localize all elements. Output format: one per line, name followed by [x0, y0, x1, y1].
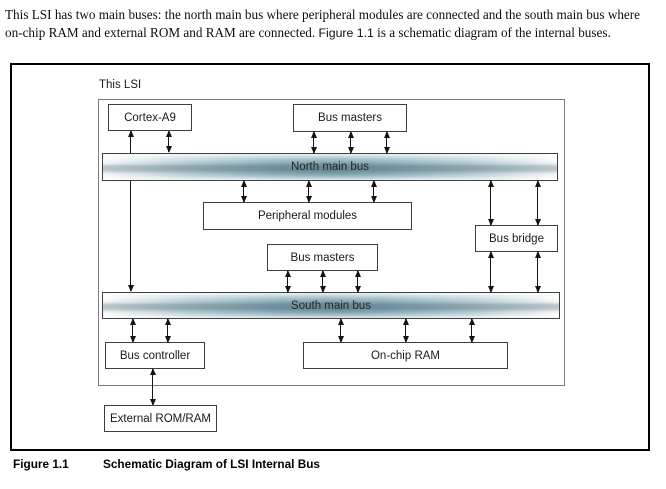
node-cortex-a9: Cortex-A9: [108, 104, 192, 131]
node-bus-masters-top: Bus masters: [293, 104, 407, 132]
arrow-south-bus-onchip-ram-2: [403, 318, 410, 343]
arrow-south-bus-controller-1: [130, 318, 137, 343]
node-external-rom-ram: External ROM/RAM: [104, 405, 217, 432]
node-bus-masters-top-label: Bus masters: [318, 112, 382, 124]
node-bus-bridge-label: Bus bridge: [489, 232, 544, 245]
intro-line2-pre: on-chip RAM and external ROM and RAM are…: [5, 25, 319, 40]
node-bus-masters-mid: Bus masters: [267, 244, 378, 271]
arrow-busmasters-top-north-bus-1: [311, 131, 318, 154]
figure-caption-title: Schematic Diagram of LSI Internal Bus: [103, 457, 320, 471]
arrow-busmasters-mid-south-bus-3: [355, 270, 362, 293]
node-peripheral-modules-label: Peripheral modules: [257, 210, 358, 222]
south-main-bus-bar: South main bus: [102, 292, 560, 319]
node-bus-bridge: Bus bridge: [475, 225, 558, 252]
arrow-south-bus-onchip-ram-3: [469, 318, 476, 343]
node-external-rom-ram-label: External ROM/RAM: [110, 412, 211, 425]
arrow-north-bus-peripheral-3: [371, 180, 378, 203]
node-bus-controller-label: Bus controller: [119, 349, 191, 362]
lsi-boundary-box: [98, 99, 565, 386]
figure-caption-label: Figure 1.1: [13, 457, 69, 471]
north-main-bus-label: North main bus: [291, 161, 369, 173]
arrow-busmasters-mid-south-bus-2: [320, 270, 327, 293]
arrow-cortex-to-south-bus: [128, 130, 135, 292]
south-main-bus-label: South main bus: [291, 299, 371, 312]
north-main-bus-bar: North main bus: [102, 153, 558, 181]
intro-line1: This LSI has two main buses: the north m…: [5, 7, 641, 22]
arrow-busmasters-top-north-bus-3: [384, 131, 391, 154]
node-on-chip-ram: On-chip RAM: [303, 342, 508, 369]
intro-paragraph: This LSI has two main buses: the north m…: [5, 6, 661, 42]
node-peripheral-modules: Peripheral modules: [203, 202, 412, 230]
node-on-chip-ram-label: On-chip RAM: [370, 349, 441, 362]
node-bus-masters-mid-label: Bus masters: [290, 251, 355, 264]
lsi-frame-label: This LSI: [99, 79, 142, 91]
intro-line2-post: is a schematic diagram of the internal b…: [373, 25, 611, 40]
arrow-north-bus-bridge-2: [535, 180, 542, 226]
arrow-north-bus-bridge-1: [488, 180, 495, 226]
arrow-busmasters-mid-south-bus-1: [285, 270, 292, 293]
figure-reference: Figure 1.1: [318, 26, 374, 40]
arrow-north-bus-peripheral-1: [241, 180, 248, 203]
arrow-busmasters-top-north-bus-2: [348, 131, 355, 154]
arrow-north-bus-peripheral-2: [306, 180, 313, 203]
arrow-south-bus-controller-2: [165, 318, 172, 343]
arrow-bridge-south-bus-1: [488, 251, 495, 293]
arrow-south-bus-onchip-ram-1: [338, 318, 345, 343]
arrow-controller-external-rom-ram: [150, 368, 157, 406]
node-bus-controller: Bus controller: [105, 342, 205, 369]
arrow-cortex-north-bus: [166, 130, 173, 153]
arrow-bridge-south-bus-2: [535, 251, 542, 293]
node-cortex-a9-label: Cortex-A9: [124, 111, 176, 124]
